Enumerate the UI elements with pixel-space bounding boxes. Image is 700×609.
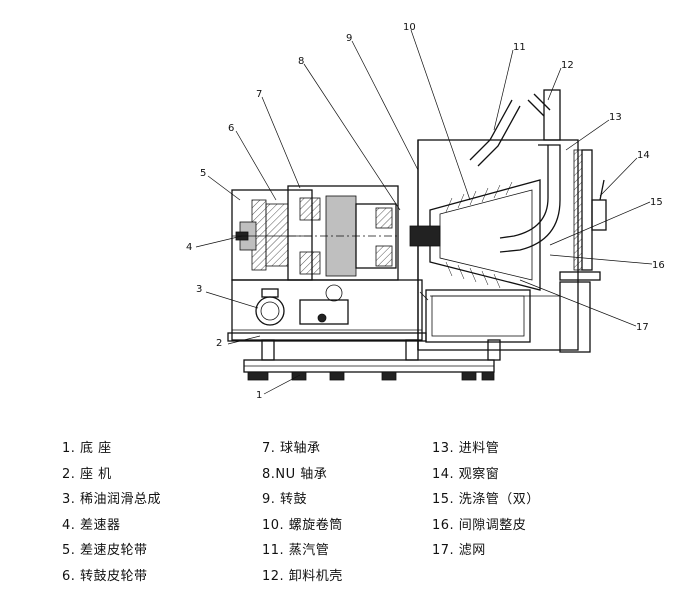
legend-item: 1. 底 座: [62, 441, 112, 456]
callout-5: 5: [200, 168, 206, 179]
callout-14: 14: [637, 150, 650, 161]
leader-lines: [195, 29, 653, 395]
callout-4: 4: [186, 242, 192, 253]
callout-17: 17: [636, 322, 649, 333]
callout-7: 7: [256, 89, 262, 100]
callout-1: 1: [256, 390, 262, 401]
legend-column-3: 13. 进料管 14. 观察窗 15. 洗涤管（双） 16. 间隙调整皮 17.…: [432, 436, 540, 564]
parts-legend: 1. 底 座 2. 座 机 3. 稀油润滑总成 4. 差速器 5. 差速皮轮带 …: [0, 436, 700, 596]
legend-item: 10. 螺旋卷筒: [262, 517, 343, 533]
callout-11: 11: [513, 42, 526, 53]
legend-item: 2. 座 机: [62, 466, 112, 482]
callout-16: 16: [652, 260, 665, 271]
legend-item: 16. 间隙调整皮: [432, 517, 527, 533]
callout-13: 13: [609, 112, 622, 123]
legend-item: 6. 转鼓皮轮带: [62, 568, 148, 584]
callout-8: 8: [298, 56, 304, 67]
legend-item: 12. 卸料机壳: [262, 568, 343, 584]
callout-2: 2: [216, 338, 222, 349]
base-frame: [243, 339, 501, 381]
legend-column-1: 1. 底 座 2. 座 机 3. 稀油润滑总成 4. 差速器 5. 差速皮轮带 …: [62, 436, 161, 589]
lubrication-unit: [255, 284, 349, 326]
legend-column-2: 7. 球轴承 8.NU 轴承 9. 转鼓 10. 螺旋卷筒 11. 蒸汽管 12…: [262, 436, 343, 589]
callout-6: 6: [228, 123, 234, 134]
callout-10: 10: [403, 22, 416, 33]
legend-item: 8.NU 轴承: [262, 466, 328, 482]
bearing-housing: [287, 185, 399, 281]
legend-item: 17. 滤网: [432, 543, 486, 558]
differential-housing: [231, 189, 313, 281]
callout-3: 3: [196, 284, 202, 295]
legend-item: 7. 球轴承: [262, 441, 321, 456]
callout-9: 9: [346, 33, 352, 44]
legend-item: 3. 稀油润滑总成: [62, 492, 162, 507]
callout-labels: 1 2 3 4 5 6 7 8 9 10 11 12 13 14 15 16 1…: [186, 22, 665, 401]
callout-12: 12: [561, 60, 574, 71]
legend-item: 9. 转鼓: [262, 492, 308, 507]
legend-item: 13. 进料管: [432, 441, 500, 456]
discharge-casing: [409, 89, 607, 353]
legend-item: 11. 蒸汽管: [262, 543, 330, 558]
legend-item: 14. 观察窗: [432, 466, 500, 482]
callout-15: 15: [650, 197, 663, 208]
spiral-screw: [445, 181, 513, 289]
centrifuge-diagram: 1 2 3 4 5 6 7 8 9 10 11 12 13 14 15 16 1…: [186, 22, 665, 401]
legend-item: 4. 差速器: [62, 517, 121, 533]
legend-item: 5. 差速皮轮带: [62, 543, 148, 558]
legend-item: 15. 洗涤管（双）: [432, 492, 540, 507]
